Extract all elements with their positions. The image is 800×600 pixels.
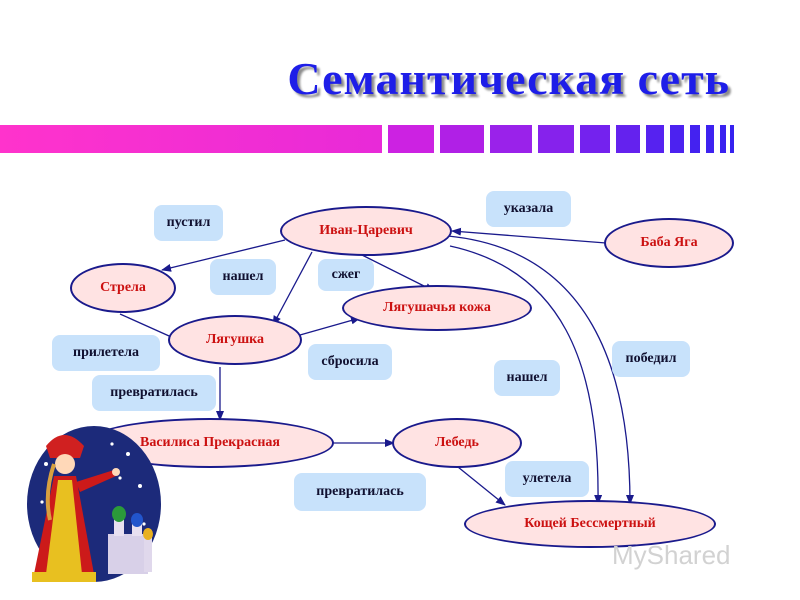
label-nashel: нашел [210,259,276,295]
stripe-segment [670,125,684,153]
arrow-babayaga-to-ivan [451,227,607,244]
arrow-ivan-to-koschei-1 [449,245,603,505]
node-ivan-tsarevich: Иван-Царевич [280,206,452,256]
node-baba-yaga: Баба Яга [604,218,734,268]
stripe-segment [0,125,382,153]
arrow-ivan-to-lyagushka [272,251,313,326]
arrow-lyagushka-to-kozha [299,316,361,336]
watermark: MyShared [612,540,731,570]
stripe-segment [616,125,640,153]
slide-title: Семантическая сеть [287,53,730,104]
stripe-segment [388,125,434,153]
stripe-segment [580,125,610,153]
label-szheg: сжег [318,259,374,291]
stripe-segment [730,125,734,153]
label-nashel-2: нашел [494,360,560,396]
label-uletela: улетела [505,461,589,497]
label-prevratilas-2: превратилась [294,473,426,511]
arrow-ivan-to-strela [161,239,286,272]
arrow-lebed-to-koschei [457,466,506,506]
label-prevratilas: превратилась [92,375,216,411]
label-sbrosila: сбросила [308,344,392,380]
label-pobedil: победил [612,341,690,377]
label-pustil: пустил [154,205,223,241]
arrow-ivan-to-koschei-2 [447,235,634,505]
princess-illustration [27,426,161,582]
node-koschei-bessmertny: Кощей Бессмертный [464,500,716,548]
node-lyagushka: Лягушка [168,315,302,365]
label-ukazala: указала [486,191,571,227]
stripe-segment [440,125,484,153]
stripe-segment [490,125,532,153]
label-priletela: прилетела [52,335,160,371]
stripe-segment [690,125,700,153]
stripe-segment [538,125,574,153]
node-lebed: Лебедь [392,418,522,468]
stripe-segment [646,125,664,153]
node-strela: Стрела [70,263,176,313]
node-lyagushachya-kozha: Лягушачья кожа [342,285,532,331]
stripe-segment [706,125,714,153]
stripe-segment [720,125,726,153]
